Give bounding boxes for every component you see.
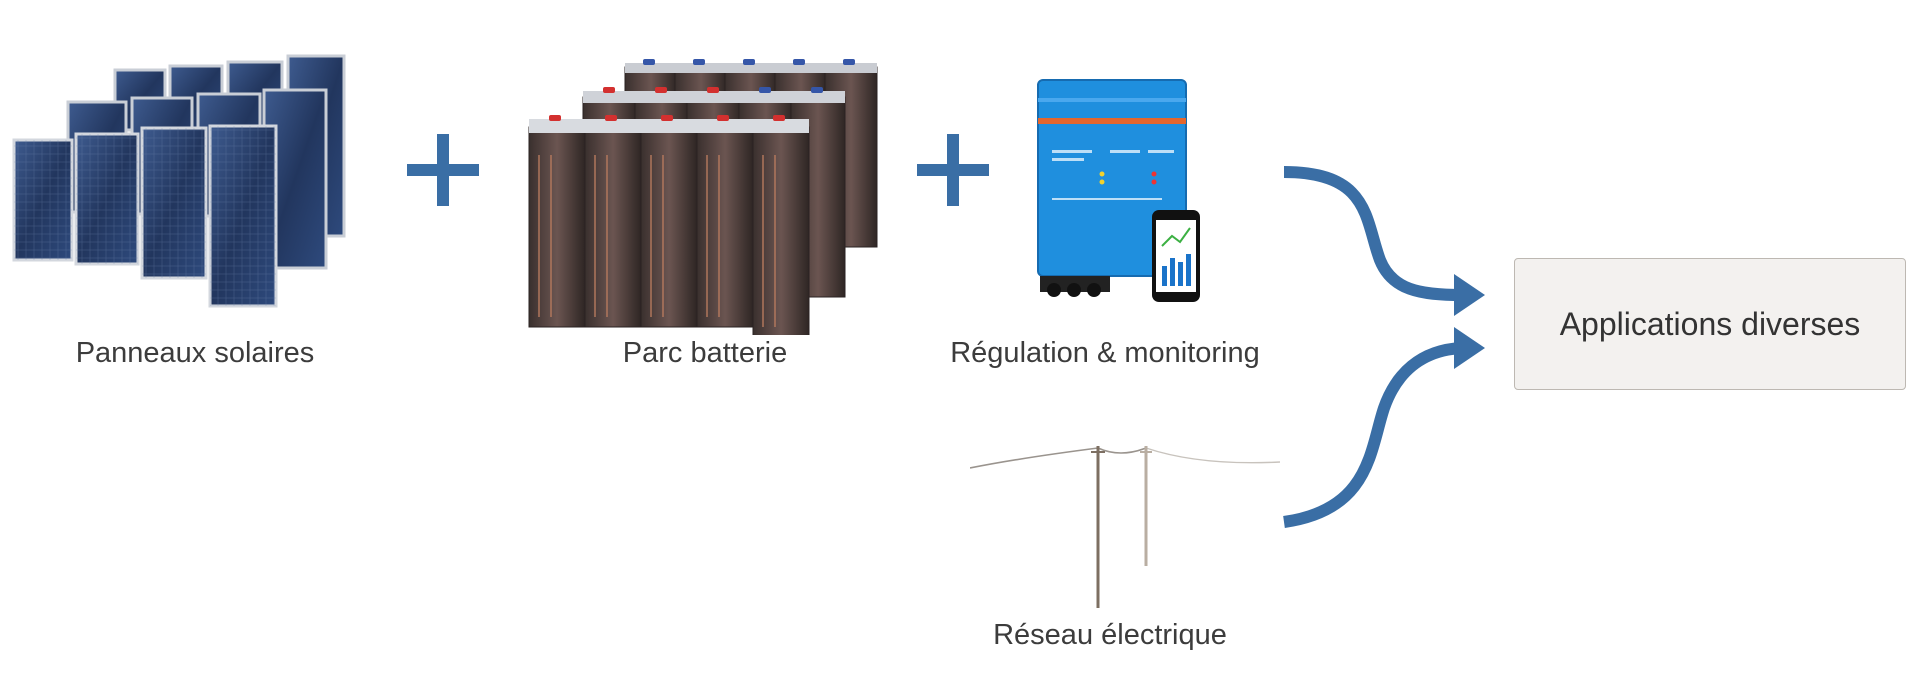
- solar-panels-label: Panneaux solaires: [75, 337, 315, 369]
- regulation-label: Régulation & monitoring: [950, 337, 1260, 369]
- arrow-bottom-head: [1454, 327, 1485, 369]
- flow-arrows: [1283, 166, 1485, 528]
- arrow-bottom-curve: [1283, 342, 1463, 528]
- applications-box: Applications diverses: [1514, 258, 1906, 390]
- battery-bank-icon: [528, 59, 878, 335]
- arrow-top-curve: [1283, 166, 1463, 301]
- battery-bank-label: Parc batterie: [622, 337, 788, 369]
- solar-panels-icon: [12, 54, 346, 308]
- power-line-icon: [970, 446, 1280, 608]
- applications-label: Applications diverses: [1559, 305, 1861, 342]
- plus-icon: [407, 134, 479, 206]
- arrow-top-head: [1454, 274, 1485, 316]
- inverter-icon: [1037, 79, 1200, 302]
- plus-icon: [917, 134, 989, 206]
- grid-label: Réseau électrique: [993, 619, 1227, 651]
